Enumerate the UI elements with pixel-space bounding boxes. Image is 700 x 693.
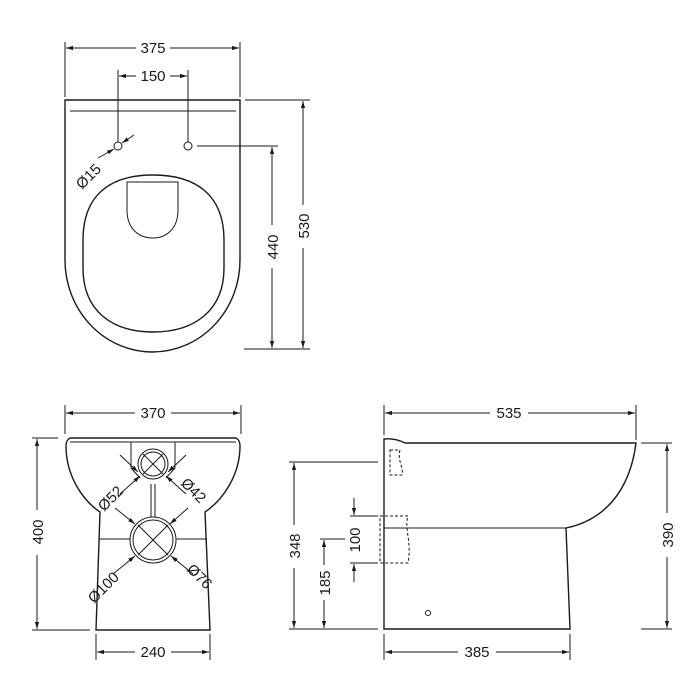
dim-outlet-inner: Ø76 bbox=[183, 561, 215, 593]
dim-inlet-height: 348 bbox=[287, 533, 304, 558]
dim-front-width: 370 bbox=[140, 405, 165, 422]
outlet-hidden-outline bbox=[379, 515, 410, 564]
dim-outlet-height: 100 bbox=[347, 527, 364, 552]
seat-outline bbox=[82, 174, 225, 333]
dim-inlet-inner: Ø42 bbox=[177, 475, 209, 507]
seat-lid-hinge bbox=[126, 181, 179, 239]
inlet-outer-circle bbox=[137, 448, 169, 480]
dim-hole-diameter: Ø15 bbox=[73, 161, 105, 193]
side-view: 535 348 100 185 390 385 bbox=[287, 405, 677, 661]
front-view-outline bbox=[65, 437, 241, 631]
fixing-hole-right bbox=[183, 141, 193, 151]
dim-base-width: 240 bbox=[140, 644, 165, 661]
outlet-outer-circle bbox=[129, 516, 177, 564]
fixing-hole-left bbox=[113, 141, 123, 151]
inlet-hidden-outline bbox=[389, 449, 403, 476]
dim-top-depth: 530 bbox=[296, 213, 313, 238]
front-view: Ø52 Ø42 Ø100 Ø76 370 400 240 bbox=[30, 405, 242, 661]
inlet-inner-circle bbox=[140, 451, 166, 477]
top-view-outline bbox=[64, 99, 241, 353]
dim-hole-depth: 440 bbox=[265, 234, 282, 259]
dim-hole-spacing: 150 bbox=[140, 68, 165, 85]
dim-side-length: 535 bbox=[496, 405, 521, 422]
dim-outlet-centre: 185 bbox=[317, 570, 334, 595]
dim-front-height: 400 bbox=[30, 519, 47, 544]
dim-outlet-outer: Ø100 bbox=[85, 569, 123, 607]
side-view-outline bbox=[383, 438, 637, 630]
fixing-point bbox=[425, 610, 431, 616]
outlet-inner-circle bbox=[132, 519, 174, 561]
dim-base-length: 385 bbox=[464, 644, 489, 661]
top-view: 375 150 Ø15 440 530 bbox=[64, 40, 313, 353]
dim-side-height: 390 bbox=[660, 522, 677, 547]
dim-top-width: 375 bbox=[140, 40, 165, 57]
dim-inlet-outer: Ø52 bbox=[95, 483, 127, 515]
